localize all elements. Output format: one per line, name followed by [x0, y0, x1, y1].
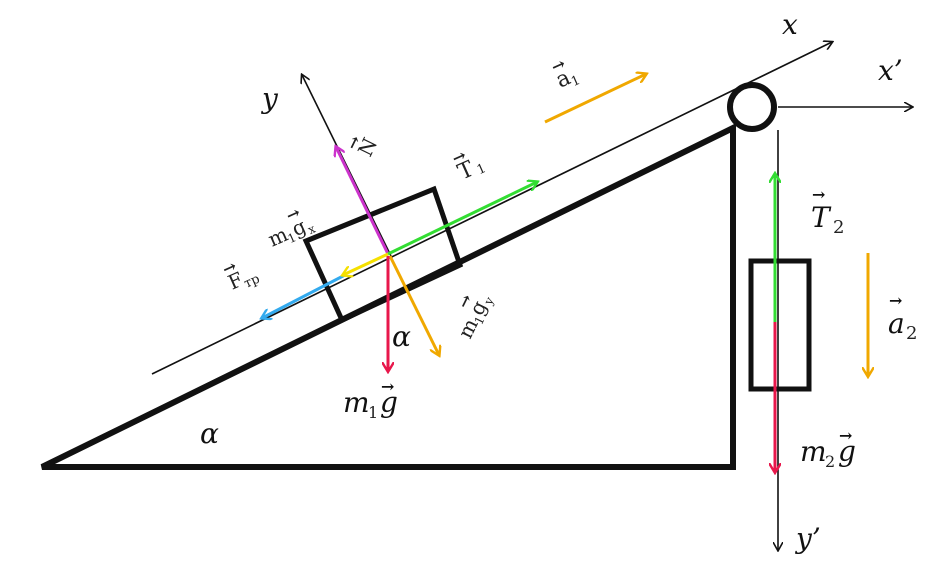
normal-label: N →	[342, 132, 382, 160]
mgy-label: m 1 g → y	[453, 291, 497, 342]
block-2	[748, 258, 812, 392]
friction-label: F тр →	[219, 256, 262, 294]
a2-label: a 2 →	[888, 291, 917, 344]
svg-text:→: →	[812, 185, 825, 204]
svg-text:→: →	[839, 426, 852, 445]
alpha-block-label: α	[392, 320, 411, 353]
svg-text:1: 1	[368, 403, 378, 422]
axis-x-label: x	[782, 8, 798, 41]
axis-y-label: y	[260, 82, 279, 115]
svg-text:a: a	[888, 307, 905, 340]
a1-label: a 1 →	[548, 54, 582, 94]
svg-text:m: m	[800, 435, 827, 468]
axis-y-prime-label: y’	[794, 522, 821, 555]
svg-text:g: g	[838, 435, 856, 468]
m2g-label: m 2 g →	[800, 426, 856, 471]
normal-force-vector	[336, 147, 390, 255]
pulley	[727, 82, 777, 132]
mgx-vector	[343, 252, 389, 275]
mgy-vector	[388, 255, 439, 355]
block-1	[302, 185, 464, 324]
svg-text:2: 2	[825, 452, 835, 471]
tension2-label: T 2 →	[811, 185, 844, 238]
tension1-vector	[387, 182, 537, 256]
svg-text:→: →	[381, 377, 394, 396]
svg-text:2: 2	[906, 323, 917, 344]
svg-text:2: 2	[833, 217, 844, 238]
alpha-base-label: α	[200, 417, 219, 450]
a1-vector	[544, 74, 646, 124]
svg-text:→: →	[889, 291, 902, 310]
svg-text:T: T	[811, 201, 832, 234]
axis-x-prime-label: x’	[878, 54, 903, 87]
friction-vector	[262, 273, 346, 318]
svg-text:1: 1	[475, 161, 489, 178]
svg-text:m: m	[343, 386, 370, 419]
tension1-label: T 1 →	[449, 145, 489, 185]
svg-text:тр: тр	[242, 272, 262, 292]
svg-text:g: g	[380, 386, 398, 419]
m1g-label: m 1 g →	[343, 377, 398, 422]
